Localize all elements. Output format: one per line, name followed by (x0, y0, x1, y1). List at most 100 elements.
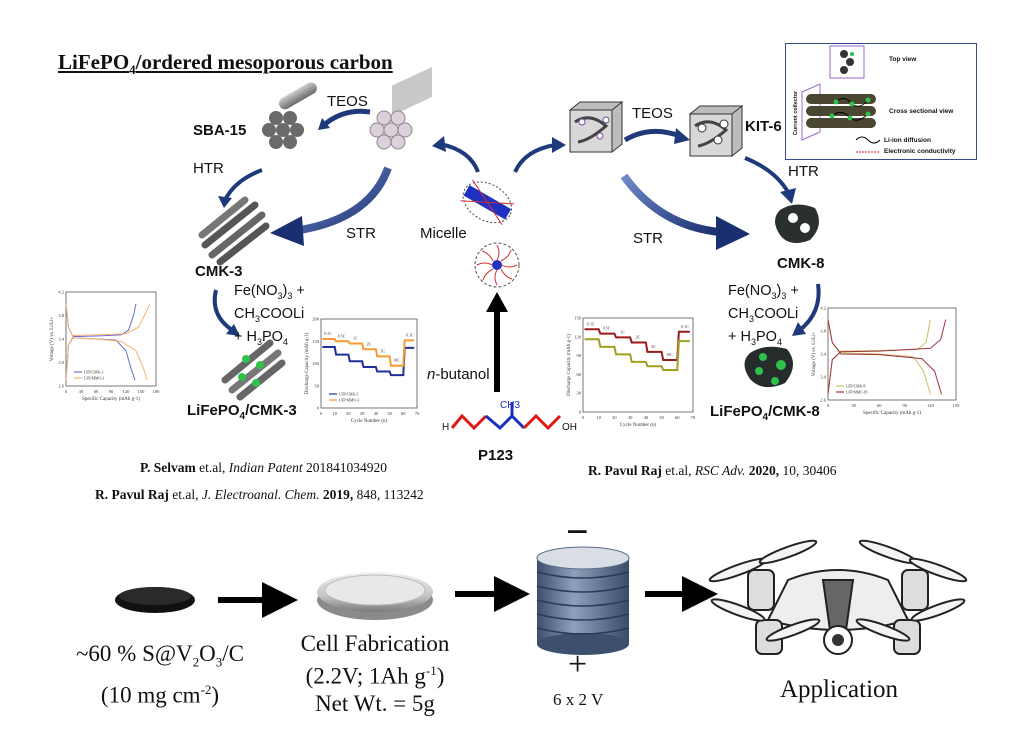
x-tick-label: 30 (360, 411, 365, 416)
label-str-left: STR (346, 225, 376, 242)
y-axis-label: Discharge Capacity (mAh g-1) (305, 332, 310, 394)
micelle-sphere-icon (474, 242, 520, 288)
label-cmk8: CMK-8 (777, 255, 825, 272)
y-tick-label: 30 (577, 391, 582, 396)
rate-label: 1C (620, 329, 625, 334)
legend-label: LFP/MMO-3 (339, 399, 359, 403)
label-n-butanol: n-butanol (427, 366, 490, 383)
x-tick-label: 60 (401, 411, 406, 416)
x-axis-label: Cycle Number (n) (620, 423, 657, 428)
citation-3: R. Pavul Raj et.al, RSC Adv. 2020, 10, 3… (588, 463, 837, 478)
y-tick-label: 0 (317, 406, 320, 411)
x-tick-label: 50 (387, 411, 392, 416)
inset-electronic: Electronic conductivity (884, 148, 956, 155)
label-kit6: KIT-6 (745, 118, 782, 135)
label-h: H (442, 422, 450, 433)
inset-schematic: Top view Cross sectional view Li-ion dif… (785, 43, 977, 160)
y-tick-label: 4.2 (58, 290, 64, 295)
legend-label: LFP/CMK-3 (84, 371, 104, 375)
x-tick-label: 30 (79, 389, 84, 394)
label-cell-fabrication: Cell Fabrication (2.2V; 1Ah g-1) Net Wt.… (300, 631, 450, 716)
lfp-cmk8-icon (744, 346, 794, 388)
legend-label: LFP/CMK-8 (846, 385, 866, 389)
cmk3-icon (198, 196, 270, 266)
label-str-right: STR (633, 230, 663, 247)
micelle-to-sba-arrow (439, 142, 480, 173)
drone-icon (708, 539, 968, 655)
label-teos-right: TEOS (632, 105, 673, 122)
battery-stack-icon (536, 546, 630, 655)
rate-label: 1C (353, 335, 358, 340)
sba15-icon (262, 82, 317, 149)
series-line (827, 319, 942, 395)
micelle-cylinder-icon (460, 179, 515, 225)
inset-current-collector: Current collector (793, 90, 800, 136)
y-tick-label: 3.8 (820, 329, 826, 334)
y-tick-label: 2.6 (820, 398, 826, 403)
kit6-template-cube-icon (568, 100, 624, 154)
x-tick-label: 120 (927, 403, 935, 408)
y-tick-label: 150 (312, 339, 320, 344)
p123-molecule (450, 402, 562, 431)
reagents-left: Fe(NO3)3 + CH3COOLi + H3PO4 (234, 283, 305, 347)
rate-label: 0.1C (324, 331, 332, 336)
plot-frame (320, 318, 418, 409)
rate-label: 2C (636, 334, 641, 339)
str-arrow-right (620, 173, 721, 236)
x-tick-label: 60 (877, 403, 882, 408)
template-rods-icon (369, 67, 432, 150)
cmk3-to-lfp-arrow (212, 289, 234, 332)
x-tick-label: 10 (596, 415, 601, 420)
rate-label: 0.5C (603, 326, 611, 331)
y-tick-label: 90 (577, 353, 582, 358)
x-tick-label: 30 (628, 415, 633, 420)
rate-label: 2C (367, 341, 372, 346)
x-tick-label: 70 (415, 411, 420, 416)
rate-label: 5C (651, 344, 656, 349)
y-axis-label: Discharge Capacity (mAh g-1) (567, 334, 572, 396)
x-tick-label: 0 (65, 389, 68, 394)
series-line (827, 319, 947, 395)
label-minus: − (566, 509, 589, 554)
label-oh: OH (562, 422, 577, 433)
label-lfp-cmk3: LiFePO4/CMK-3 (187, 402, 297, 422)
x-tick-label: 0 (582, 415, 585, 420)
label-micelle: Micelle (420, 225, 467, 242)
x-tick-label: 70 (691, 415, 696, 420)
cmk8-to-lfp-arrow (798, 283, 821, 332)
x-tick-label: 0 (320, 411, 323, 416)
x-tick-label: 20 (346, 411, 351, 416)
teos-arrow-left (323, 108, 371, 126)
figure-title: LiFePO4/ordered mesoporous carbon (58, 50, 393, 78)
label-ch3: CH3 (500, 400, 521, 411)
x-tick-label: 60 (94, 389, 99, 394)
legend-label: LFP/CMK-3 (339, 393, 359, 397)
kit6-cube-icon (688, 104, 744, 158)
rate-label: 0.1C (587, 321, 595, 326)
x-tick-label: 40 (374, 411, 379, 416)
label-application: Application (780, 676, 899, 703)
inset-li-diffusion: Li-ion diffusion (884, 137, 931, 144)
x-axis-label: Cycle Number (n) (351, 419, 388, 424)
x-tick-label: 20 (612, 415, 617, 420)
label-p123: P123 (478, 447, 514, 464)
lfp-cmk3-icon (221, 339, 286, 401)
rate-label: 0.1C (406, 332, 414, 337)
series-line (584, 338, 690, 372)
x-tick-label: 30 (851, 403, 856, 408)
x-tick-label: 180 (153, 389, 160, 394)
rate-label: 0.1C (681, 324, 689, 329)
teos-arrow-right (623, 128, 681, 143)
citation-1: P. Selvam et.al, Indian Patent 201841034… (140, 460, 388, 475)
y-tick-label: 150 (574, 316, 582, 321)
htr-arrow-left (223, 168, 263, 201)
y-tick-label: 60 (577, 372, 582, 377)
y-axis-label: Voltage (V) vs. Li/Li+ (812, 331, 817, 376)
series-line (65, 303, 148, 381)
x-tick-label: 150 (138, 389, 146, 394)
x-tick-label: 90 (109, 389, 114, 394)
label-stack: 6 x 2 V (553, 690, 604, 709)
label-htr-left: HTR (193, 160, 224, 177)
